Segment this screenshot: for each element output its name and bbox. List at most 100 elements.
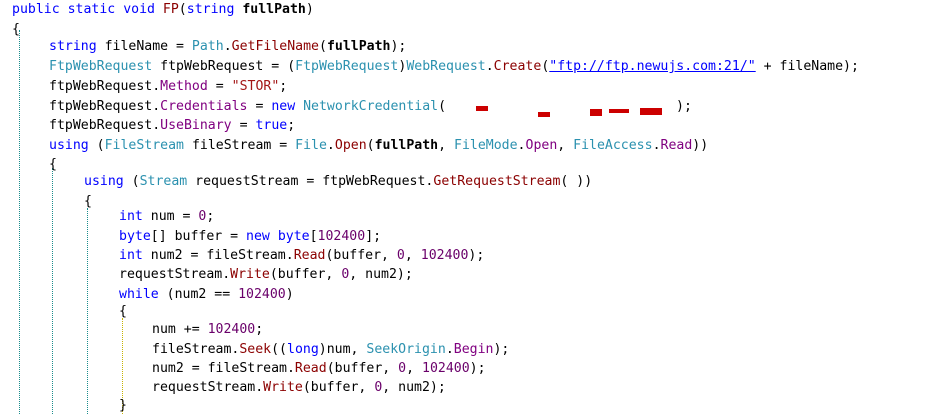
redaction-mark (590, 109, 603, 116)
keyword: static (67, 2, 116, 17)
text: = (207, 79, 232, 94)
punct: ( (123, 174, 140, 189)
text: num2 = fileStream. (142, 248, 294, 263)
keyword: true (255, 118, 288, 133)
code-line-15[interactable]: requestStream.Write(buffer, 0, num2); (119, 265, 413, 285)
property-name: Begin (453, 342, 494, 357)
text: (buffer, (302, 380, 375, 395)
type-name: SeekOrigin (366, 342, 446, 357)
number-literal: 0 (398, 361, 407, 376)
redaction-mark (609, 109, 630, 113)
number-literal: 0 (374, 380, 383, 395)
url-link[interactable]: "ftp://ftp.newujs.com:21/" (549, 59, 756, 74)
code-line-6[interactable]: ftpWebRequest.Credentials = new NetworkC… (49, 97, 692, 117)
code-line-12[interactable]: int num = 0; (119, 207, 214, 227)
indent-guide (122, 318, 123, 414)
number-literal: 102400 (207, 322, 256, 337)
text: ftpWebRequest = ( (152, 59, 296, 74)
arg: fullPath (326, 39, 391, 54)
punct: [ (309, 229, 318, 244)
code-line-3[interactable]: string fileName = Path.GetFileName(fullP… (49, 37, 406, 57)
punct: . (652, 138, 661, 153)
punct: ; (287, 118, 296, 133)
code-line-18[interactable]: num += 102400; (152, 320, 263, 340)
type-name: NetworkCredential (303, 99, 439, 114)
method-name: Open (334, 138, 367, 153)
code-line-7[interactable]: ftpWebRequest.UseBinary = true; (49, 116, 295, 136)
code-line-22[interactable]: } (119, 396, 127, 416)
code-line-11[interactable]: { (84, 192, 92, 212)
text: num += (152, 322, 208, 337)
text: fileStream. (152, 342, 240, 357)
punct: ; (255, 322, 264, 337)
code-line-14[interactable]: int num2 = fileStream.Read(buffer, 0, 10… (119, 246, 484, 266)
method-name: Read (293, 248, 326, 263)
redaction-mark (538, 112, 551, 117)
type-name: Stream (139, 174, 188, 189)
keyword: string (49, 39, 97, 54)
code-line-16[interactable]: while (num2 == 102400) (119, 285, 294, 305)
text: fileStream = (184, 138, 296, 153)
property-name: Read (660, 138, 693, 153)
text (270, 229, 278, 244)
punct: ); (676, 99, 692, 114)
punct: ) (398, 59, 407, 74)
property-name: Credentials (160, 99, 248, 114)
brace: { (84, 194, 92, 209)
keyword: int (119, 209, 143, 224)
text: )num, (318, 342, 367, 357)
code-line-2[interactable]: { (12, 20, 20, 40)
code-line-9[interactable]: { (49, 155, 57, 175)
punct: ) (305, 2, 314, 17)
punct: , (438, 138, 455, 153)
code-line-13[interactable]: byte[] buffer = new byte[102400]; (119, 227, 381, 247)
punct: ); (468, 248, 485, 263)
keyword: new (271, 99, 296, 114)
code-line-19[interactable]: fileStream.Seek((long)num, SeekOrigin.Be… (152, 340, 509, 360)
punct: ( (366, 138, 375, 153)
text: (num2 == (158, 287, 239, 302)
punct: ; (206, 209, 215, 224)
keyword: byte (277, 229, 310, 244)
punct: ( (541, 59, 550, 74)
punct: . (223, 39, 232, 54)
code-line-21[interactable]: requestStream.Write(buffer, 0, num2); (152, 378, 446, 398)
text: (buffer, (325, 248, 397, 263)
text: requestStream = ftpWebRequest. (187, 174, 434, 189)
brace: { (12, 22, 20, 37)
number-literal: 102400 (238, 287, 286, 302)
keyword: new (246, 229, 270, 244)
method-name: FP (162, 2, 179, 17)
text: + fileName); (755, 59, 859, 74)
punct: . (485, 59, 494, 74)
code-line-20[interactable]: num2 = fileStream.Read(buffer, 0, 102400… (152, 359, 486, 379)
number-literal: 102400 (422, 361, 470, 376)
code-line-5[interactable]: ftpWebRequest.Method = "STOR"; (49, 77, 287, 97)
text: num = (142, 209, 199, 224)
code-line-17[interactable]: { (119, 302, 127, 322)
code-line-4[interactable]: FtpWebRequest ftpWebRequest = (FtpWebReq… (49, 57, 859, 77)
punct: , (406, 361, 422, 376)
punct: . (517, 138, 526, 153)
code-line-8[interactable]: using (FileStream fileStream = File.Open… (49, 136, 708, 156)
keyword: public (12, 2, 60, 17)
text: ftpWebRequest. (49, 99, 161, 114)
number-literal: 102400 (420, 248, 469, 263)
method-name: Read (294, 361, 327, 376)
punct: ( )) (560, 174, 593, 189)
keyword: using (49, 138, 89, 153)
keyword: while (119, 287, 159, 302)
text: requestStream. (119, 267, 231, 282)
property-name: UseBinary (160, 118, 232, 133)
code-line-1[interactable]: public static void FP(string fullPath) (12, 0, 314, 20)
punct: ]; (365, 229, 382, 244)
redaction-mark (640, 108, 663, 115)
text: fileName = (96, 39, 192, 54)
code-line-10[interactable]: using (Stream requestStream = ftpWebRequ… (84, 172, 592, 192)
text: ftpWebRequest. (49, 79, 161, 94)
string-literal: "STOR" (231, 79, 280, 94)
method-name: Create (493, 59, 542, 74)
punct: , (404, 248, 421, 263)
number-literal: 102400 (317, 229, 366, 244)
